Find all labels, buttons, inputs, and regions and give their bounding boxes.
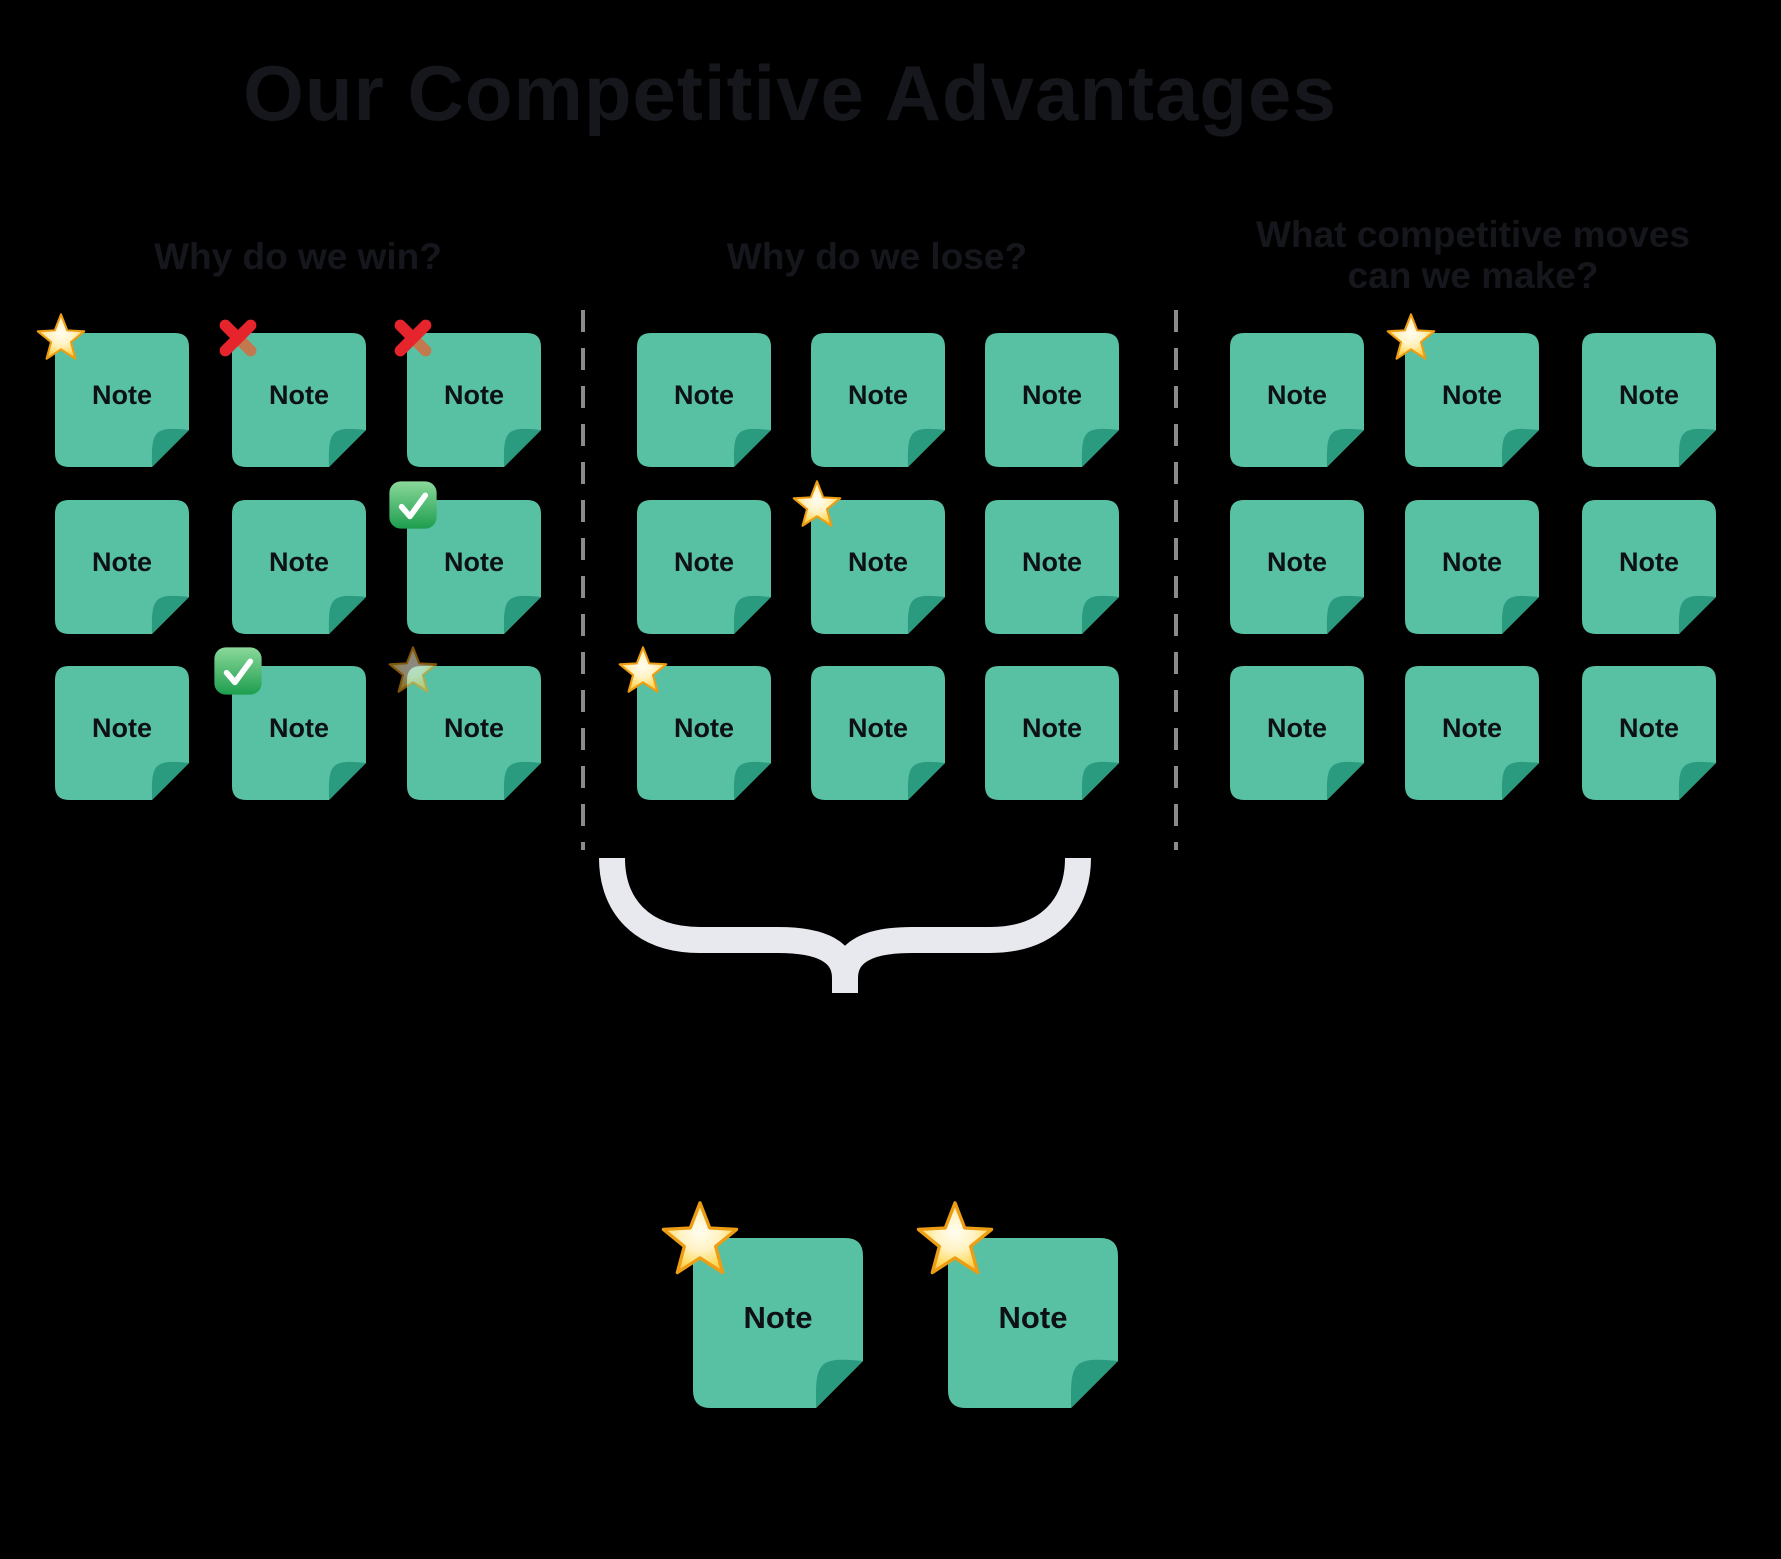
note-label: Note [92,546,152,577]
note-label: Note [92,379,152,410]
star-icon[interactable] [33,310,89,366]
sticky-note[interactable]: Note [1582,666,1716,800]
note-label: Note [92,712,152,743]
sticky-note[interactable]: Note [985,333,1119,467]
sticky-note[interactable]: Note [637,666,771,800]
note-label: Note [1442,712,1502,743]
sticky-note[interactable]: Note [637,333,771,467]
note-label: Note [1619,546,1679,577]
note-label: Note [848,546,908,577]
sticky-note[interactable]: Note [1230,666,1364,800]
sticky-note[interactable]: Note [407,500,541,634]
star-icon[interactable] [615,643,671,699]
sticky-note[interactable]: Note [1405,666,1539,800]
sticky-note[interactable]: Note [232,333,366,467]
note-label: Note [743,1300,813,1335]
sticky-note[interactable]: Note [1405,333,1539,467]
note-label: Note [269,546,329,577]
page-title: Our Competitive Advantages [243,49,1337,137]
sticky-note[interactable]: Note [1582,500,1716,634]
sticky-note[interactable]: Note [1230,333,1364,467]
note-label: Note [1442,379,1502,410]
note-label: Note [444,712,504,743]
note-label: Note [1022,546,1082,577]
note-label: Note [848,712,908,743]
sticky-note[interactable]: Note [55,666,189,800]
cross-icon[interactable] [385,310,441,366]
dashed-divider [1174,310,1178,850]
star-icon[interactable] [1383,310,1439,366]
note-label: Note [444,546,504,577]
sticky-note[interactable]: Note [55,333,189,467]
sticky-note[interactable]: Note [232,500,366,634]
note-label: Note [269,712,329,743]
note-label: Note [1619,379,1679,410]
star-icon[interactable] [385,643,441,699]
star-icon[interactable] [911,1196,999,1284]
note-label: Note [674,546,734,577]
check-icon[interactable] [385,477,441,533]
sticky-note-highlight[interactable]: Note [948,1238,1118,1408]
sticky-note[interactable]: Note [811,333,945,467]
note-label: Note [998,1300,1068,1335]
sticky-note[interactable]: Note [811,500,945,634]
sticky-note-highlight[interactable]: Note [693,1238,863,1408]
note-label: Note [1022,712,1082,743]
sticky-note[interactable]: Note [1405,500,1539,634]
sticky-note[interactable]: Note [407,333,541,467]
note-label: Note [848,379,908,410]
sticky-note[interactable]: Note [1582,333,1716,467]
column-header-competitive-moves: What competitive moves can we make? [1256,214,1690,296]
sticky-note[interactable]: Note [55,500,189,634]
note-label: Note [269,379,329,410]
dashed-divider [581,310,585,850]
sticky-note[interactable]: Note [985,500,1119,634]
sticky-note[interactable]: Note [985,666,1119,800]
note-label: Note [1267,712,1327,743]
check-icon[interactable] [210,643,266,699]
note-label: Note [674,379,734,410]
sticky-note[interactable]: Note [1230,500,1364,634]
cross-icon[interactable] [210,310,266,366]
note-label: Note [674,712,734,743]
curly-brace [599,857,1091,993]
column-header-why-we-win: Why do we win? [154,236,442,277]
sticky-note[interactable]: Note [232,666,366,800]
note-label: Note [1442,546,1502,577]
sticky-note[interactable]: Note [407,666,541,800]
sticky-note[interactable]: Note [637,500,771,634]
star-icon[interactable] [789,477,845,533]
note-label: Note [1267,379,1327,410]
column-header-why-we-lose: Why do we lose? [726,236,1028,277]
star-icon[interactable] [656,1196,744,1284]
note-label: Note [1022,379,1082,410]
note-label: Note [1619,712,1679,743]
sticky-note[interactable]: Note [811,666,945,800]
note-label: Note [1267,546,1327,577]
note-label: Note [444,379,504,410]
